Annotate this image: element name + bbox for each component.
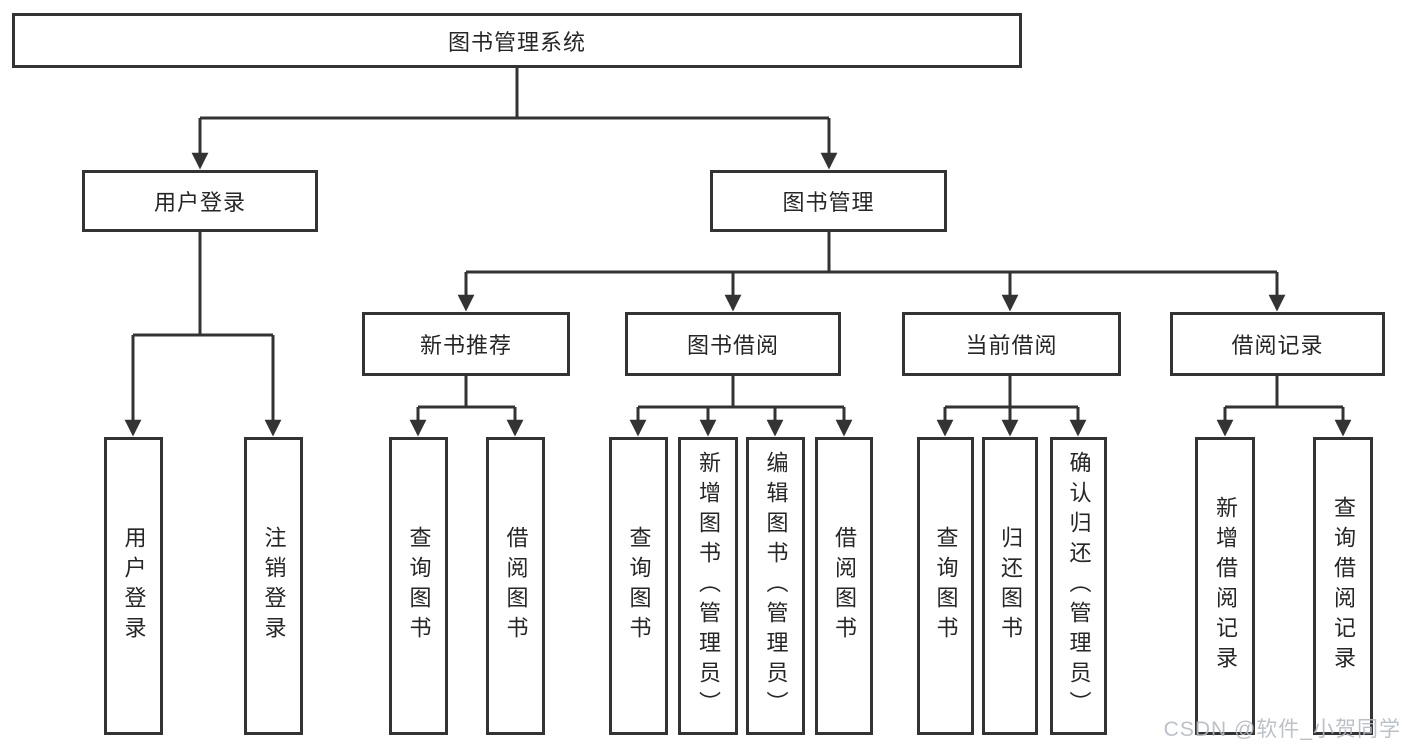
leaf-add-book-admin: 新增图书（管理员） [678, 437, 738, 735]
leaf-query-borrow-record-label: 查询借阅记录 [1331, 496, 1356, 676]
leaf-query-books-2-label: 查询图书 [626, 526, 652, 646]
node-book-management: 图书管理 [710, 170, 947, 232]
leaf-return-books: 归还图书 [982, 437, 1038, 735]
leaf-logout-label: 注销登录 [261, 526, 287, 646]
node-current-borrowing-label: 当前借阅 [965, 333, 1058, 358]
leaf-query-books-3: 查询图书 [917, 437, 974, 735]
leaf-query-books-1-label: 查询图书 [406, 526, 432, 646]
node-borrowing-records-label: 借阅记录 [1231, 333, 1324, 358]
leaf-edit-book-admin-label: 编辑图书（管理员） [763, 451, 789, 721]
connector-current-borrowing-bus [945, 376, 1078, 409]
connector-new-book-bus [418, 376, 515, 409]
node-library-system: 图书管理系统 [12, 13, 1022, 68]
connector-book-borrowing-bus [638, 376, 844, 409]
leaf-add-borrow-record-label: 新增借阅记录 [1213, 496, 1238, 676]
leaf-add-borrow-record: 新增借阅记录 [1195, 437, 1255, 735]
node-borrowing-records: 借阅记录 [1170, 312, 1385, 376]
node-user-login-group-label: 用户登录 [153, 190, 246, 215]
leaf-user-login: 用户登录 [104, 437, 163, 735]
leaf-borrow-books-1-label: 借阅图书 [503, 526, 529, 646]
leaf-query-books-3-label: 查询图书 [933, 526, 959, 646]
leaf-query-books-2: 查询图书 [609, 437, 668, 735]
leaf-borrow-books-1: 借阅图书 [486, 437, 545, 735]
node-new-book-recommend-label: 新书推荐 [419, 333, 512, 358]
leaf-edit-book-admin: 编辑图书（管理员） [746, 437, 805, 735]
node-user-login-group: 用户登录 [82, 170, 318, 232]
node-current-borrowing: 当前借阅 [902, 312, 1121, 376]
csdn-watermark: CSDN @软件_小贺同学 [1163, 718, 1401, 741]
connector-root-bus [200, 68, 829, 120]
leaf-borrow-books-2-label: 借阅图书 [832, 526, 857, 646]
leaf-confirm-return-admin: 确认归还（管理员） [1050, 437, 1107, 735]
node-book-borrowing-label: 图书借阅 [686, 333, 779, 358]
node-new-book-recommend: 新书推荐 [362, 312, 570, 376]
node-book-management-label: 图书管理 [782, 190, 875, 215]
connector-book-management-bus [466, 232, 1277, 274]
leaf-borrow-books-2: 借阅图书 [815, 437, 873, 735]
leaf-confirm-return-admin-label: 确认归还（管理员） [1066, 451, 1092, 721]
leaf-query-books-1: 查询图书 [389, 437, 448, 735]
leaf-return-books-label: 归还图书 [998, 526, 1023, 646]
leaf-logout: 注销登录 [244, 437, 303, 735]
connector-borrowing-records-bus [1225, 376, 1343, 409]
leaf-user-login-label: 用户登录 [121, 526, 147, 646]
node-library-system-label: 图书管理系统 [447, 29, 586, 55]
leaf-add-book-admin-label: 新增图书（管理员） [696, 451, 721, 721]
node-book-borrowing: 图书借阅 [625, 312, 841, 376]
leaf-query-borrow-record: 查询借阅记录 [1313, 437, 1373, 735]
connector-user-login-bus [133, 232, 273, 337]
